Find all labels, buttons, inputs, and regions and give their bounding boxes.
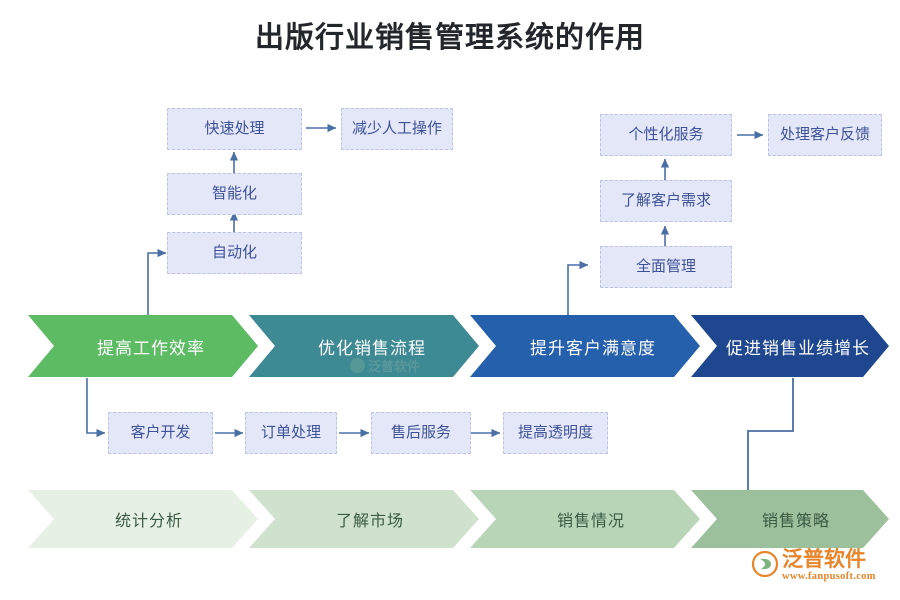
brand-url: www.fanpusoft.com [782, 571, 876, 582]
bottom-stage-market[interactable]: 了解市场 [249, 490, 479, 548]
node-personalized-service-label: 个性化服务 [628, 125, 704, 143]
node-overall-management-label: 全面管理 [635, 257, 696, 275]
node-fast-processing-label: 快速处理 [204, 119, 265, 137]
node-order-processing-label: 订单处理 [260, 423, 321, 441]
node-customer-development-label: 客户开发 [130, 423, 191, 441]
brand-logo: 泛普软件 www.fanpusoft.com [751, 548, 892, 592]
node-handle-feedback-label: 处理客户反馈 [779, 125, 870, 143]
stage-improve-efficiency-label: 提高工作效率 [97, 338, 205, 358]
node-intelligent-label: 智能化 [211, 184, 257, 202]
node-automation-label: 自动化 [211, 243, 257, 261]
node-overall-management[interactable]: 全面管理 [600, 246, 732, 288]
connector-blue-to-overall [567, 260, 589, 318]
stage-optimize-process[interactable]: 优化销售流程 [249, 315, 479, 377]
stage-customer-satisfaction[interactable]: 提升客户满意度 [470, 315, 700, 377]
stage-improve-efficiency[interactable]: 提高工作效率 [28, 315, 258, 377]
brand-text: 泛普软件 www.fanpusoft.com [782, 548, 876, 583]
node-customer-development[interactable]: 客户开发 [108, 412, 213, 454]
node-reduce-manual-label: 减少人工操作 [351, 119, 442, 137]
brand-swoosh-icon [751, 550, 779, 578]
node-after-sales-service[interactable]: 售后服务 [371, 412, 471, 454]
brand-name: 泛普软件 [782, 548, 866, 571]
bottom-stage-sales-strategy[interactable]: 销售策略 [691, 490, 889, 548]
bottom-stage-statistics[interactable]: 统计分析 [28, 490, 258, 548]
node-automation[interactable]: 自动化 [167, 232, 302, 274]
node-understand-needs[interactable]: 了解客户需求 [600, 180, 732, 222]
page-title: 出版行业销售管理系统的作用 [254, 22, 645, 54]
node-improve-transparency-label: 提高透明度 [517, 423, 593, 441]
bottom-stage-sales-status-label: 销售情况 [556, 513, 625, 530]
bottom-stage-sales-strategy-label: 销售策略 [761, 513, 830, 530]
bottom-stage-statistics-label: 统计分析 [114, 513, 183, 530]
stage-boost-sales-growth-label: 促进销售业绩增长 [726, 338, 870, 358]
node-handle-feedback[interactable]: 处理客户反馈 [768, 114, 882, 156]
stage-boost-sales-growth[interactable]: 促进销售业绩增长 [691, 315, 889, 377]
connector-darkblue-to-strategy [743, 378, 794, 513]
stage-optimize-process-label: 优化销售流程 [318, 338, 426, 358]
node-fast-processing[interactable]: 快速处理 [167, 108, 302, 150]
node-reduce-manual[interactable]: 减少人工操作 [341, 108, 453, 150]
bottom-stage-sales-status[interactable]: 销售情况 [470, 490, 700, 548]
connector-green-to-customer [86, 378, 106, 438]
stage-customer-satisfaction-label: 提升客户满意度 [530, 338, 656, 358]
connector-green-to-auto [147, 248, 167, 318]
node-order-processing[interactable]: 订单处理 [245, 412, 337, 454]
bottom-stage-market-label: 了解市场 [335, 513, 404, 530]
node-improve-transparency[interactable]: 提高透明度 [503, 412, 608, 454]
node-intelligent[interactable]: 智能化 [167, 173, 302, 215]
node-after-sales-service-label: 售后服务 [390, 423, 451, 441]
node-personalized-service[interactable]: 个性化服务 [600, 114, 732, 156]
node-understand-needs-label: 了解客户需求 [620, 191, 711, 209]
